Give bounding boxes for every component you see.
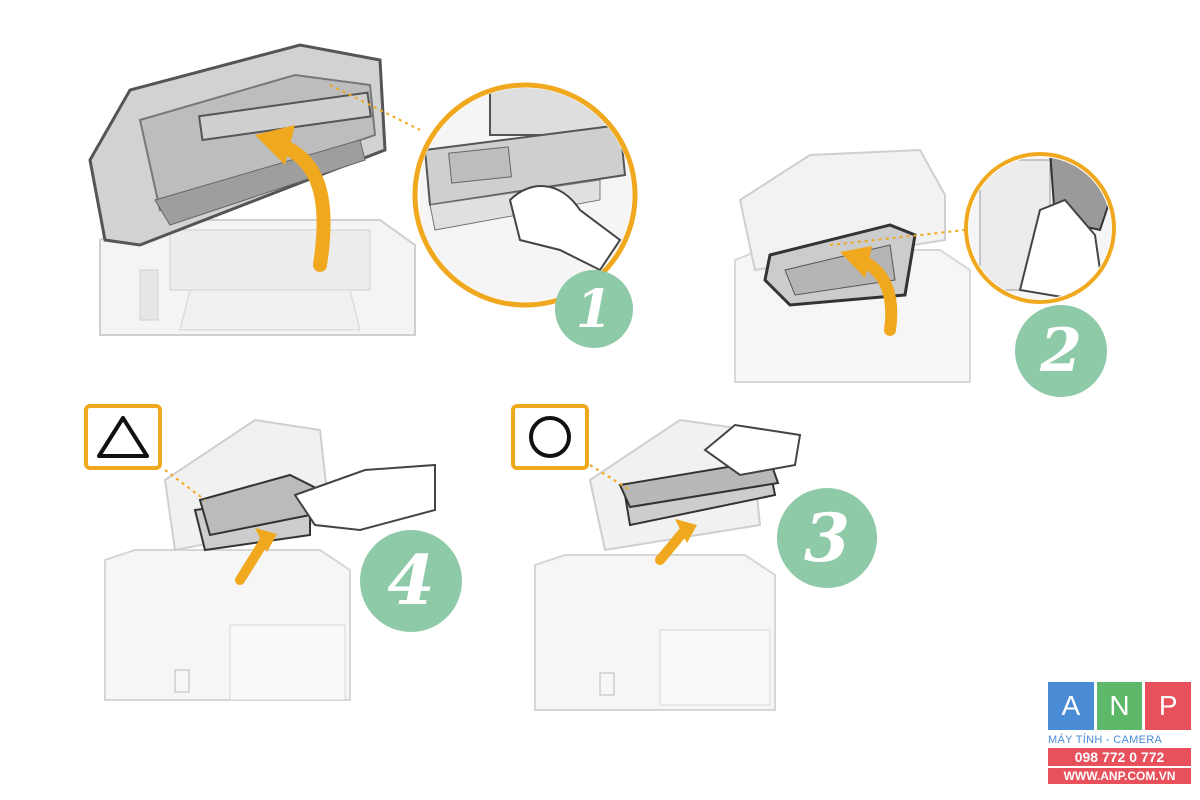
- hand-icon: [508, 185, 622, 272]
- logo-website: WWW.ANP.COM.VN: [1048, 768, 1191, 784]
- panel-step-4: [95, 400, 455, 720]
- step-1-badge: 1: [555, 270, 633, 348]
- anp-logo: A N P MÁY TÍNH - CAMERA 098 772 0 772 WW…: [1048, 682, 1192, 792]
- logo-letter-p: P: [1145, 682, 1192, 730]
- correct-orientation-mark: [511, 404, 589, 470]
- step-4-badge: 4: [360, 530, 462, 632]
- arrow-up-icon: [273, 138, 331, 272]
- logo-letter-n: N: [1096, 682, 1143, 730]
- step-4-number: 4: [387, 541, 435, 621]
- arrow-up-icon: [655, 525, 690, 565]
- logo-letters: A N P: [1048, 682, 1192, 730]
- logo-letter-a: A: [1048, 682, 1094, 730]
- printer-illustration: [534, 418, 802, 711]
- logo-tagline: MÁY TÍNH - CAMERA: [1048, 734, 1163, 746]
- circle-icon: [529, 416, 571, 458]
- step-3-number: 3: [804, 499, 850, 577]
- printer-illustration: [734, 148, 1116, 383]
- hand-icon: [293, 463, 436, 532]
- printer-illustration: [104, 418, 436, 701]
- wrong-orientation-mark: [84, 404, 162, 470]
- panel-step-1: [80, 40, 640, 340]
- step-3-badge: 3: [777, 488, 877, 588]
- panel-step-2: [720, 140, 1120, 385]
- arrow-up-icon: [235, 535, 270, 585]
- triangle-icon: [97, 416, 149, 458]
- step-2-badge: 2: [1015, 305, 1107, 397]
- step-2-number: 2: [1040, 316, 1082, 386]
- hand-icon: [703, 423, 802, 477]
- panel-step-3: [520, 395, 880, 725]
- logo-phone: 098 772 0 772: [1048, 748, 1191, 766]
- step-1-number: 1: [575, 278, 613, 340]
- hand-icon: [1018, 198, 1102, 299]
- printer-illustration: [88, 43, 638, 336]
